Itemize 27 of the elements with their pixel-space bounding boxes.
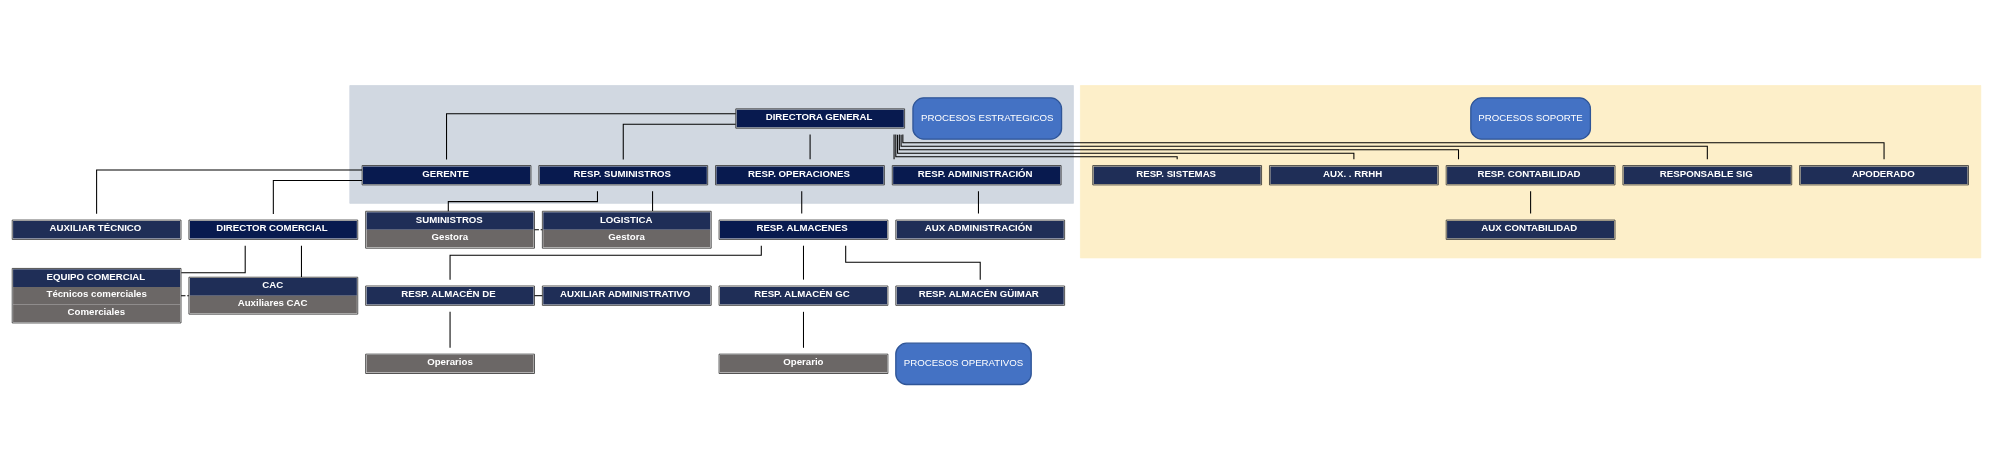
connector: [447, 190, 598, 212]
node-box: PROCESOS OPERATIVOS: [895, 342, 1032, 385]
connector: [809, 133, 811, 160]
connector: [897, 133, 1355, 160]
connector: [446, 112, 737, 160]
connector: [893, 133, 895, 160]
connector: [900, 133, 1708, 160]
node-box: PROCESOS SOPORTE: [1470, 96, 1592, 140]
connector: [898, 133, 1460, 160]
connector: [1530, 190, 1532, 214]
cluster: [349, 84, 1074, 204]
connector: [272, 179, 363, 214]
connector: [895, 133, 1178, 160]
connector: [96, 168, 363, 214]
connector: [802, 244, 805, 280]
connector: [802, 310, 805, 348]
cluster: [1080, 84, 1982, 258]
connector: [534, 228, 543, 230]
connector: [180, 244, 246, 273]
connector: [652, 190, 654, 211]
connector: [449, 244, 762, 280]
node-box: PROCESOS ESTRATEGICOS: [912, 96, 1063, 140]
connector: [622, 123, 737, 160]
connector: [180, 294, 190, 296]
connector: [801, 190, 803, 214]
connector: [300, 244, 302, 278]
connector: [977, 190, 979, 214]
